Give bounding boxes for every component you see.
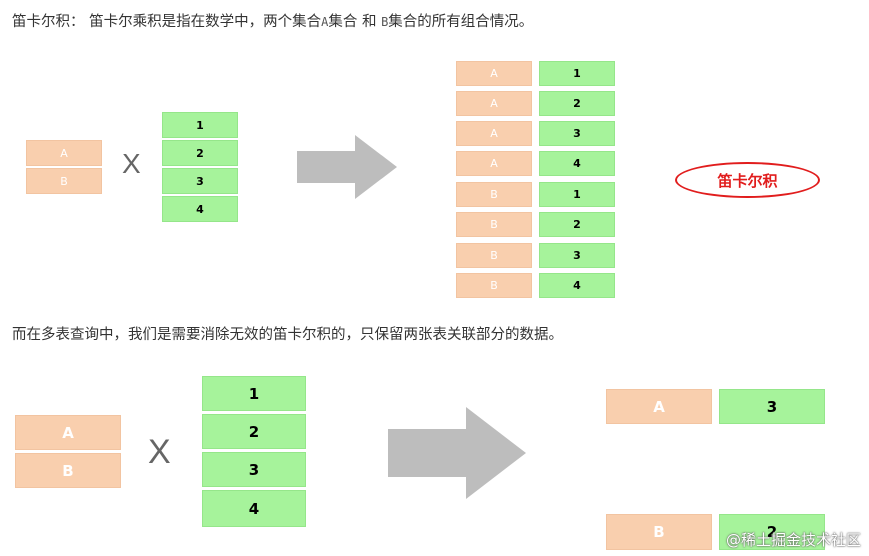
set-b-item: 3 bbox=[162, 168, 238, 194]
result-left-cell: B bbox=[456, 212, 532, 237]
result-left-cell: A bbox=[456, 121, 532, 146]
set-b-label: B bbox=[381, 15, 389, 29]
intro-prefix: 笛卡尔积： 笛卡尔乘积是指在数学中，两个集合 bbox=[12, 14, 322, 30]
result-left-cell: B bbox=[606, 514, 712, 550]
times-symbol: X bbox=[122, 148, 141, 179]
times-symbol: X bbox=[148, 433, 171, 471]
intro-suffix: 集合的所有组合情况。 bbox=[388, 14, 534, 30]
result-right-cell: 3 bbox=[539, 243, 615, 268]
result-left-cell: B bbox=[456, 182, 532, 207]
result-left-cell: A bbox=[606, 389, 712, 424]
set-b-item: 2 bbox=[202, 414, 306, 449]
result-left-cell: B bbox=[456, 243, 532, 268]
result-right-cell: 1 bbox=[539, 182, 615, 207]
result-right-cell: 2 bbox=[719, 514, 825, 550]
set-b-item: 4 bbox=[162, 196, 238, 222]
result-right-cell: 3 bbox=[719, 389, 825, 424]
result-right-cell: 2 bbox=[539, 212, 615, 237]
result-right-cell: 1 bbox=[539, 61, 615, 86]
set-a-item: A bbox=[15, 415, 121, 450]
watermark: @稀土掘金技术社区 bbox=[725, 531, 861, 549]
cartesian-product-label: 笛卡尔积 bbox=[675, 162, 820, 198]
result-left-cell: A bbox=[456, 91, 532, 116]
set-b-item: 3 bbox=[202, 452, 306, 487]
result-right-cell: 2 bbox=[539, 91, 615, 116]
result-right-cell: 4 bbox=[539, 273, 615, 298]
result-right-cell: 4 bbox=[539, 151, 615, 176]
set-b-item: 1 bbox=[202, 376, 306, 411]
set-b-item: 4 bbox=[202, 490, 306, 527]
explanation-text-line: 而在多表查询中，我们是需要消除无效的笛卡尔积的，只保留两张表关联部分的数据。 bbox=[12, 327, 563, 343]
right-arrow-icon bbox=[388, 407, 526, 499]
intro-mid: 集合 和 bbox=[328, 14, 382, 30]
set-a-item: B bbox=[26, 168, 102, 194]
result-left-cell: A bbox=[456, 151, 532, 176]
set-a-item: B bbox=[15, 453, 121, 488]
set-a-item: A bbox=[26, 140, 102, 166]
right-arrow-icon bbox=[297, 135, 397, 199]
result-right-cell: 3 bbox=[539, 121, 615, 146]
set-b-item: 2 bbox=[162, 140, 238, 166]
result-left-cell: B bbox=[456, 273, 532, 298]
set-a-label: A bbox=[321, 15, 329, 29]
result-left-cell: A bbox=[456, 61, 532, 86]
intro-text-line: 笛卡尔积： 笛卡尔乘积是指在数学中，两个集合A集合 和 B集合的所有组合情况。 bbox=[12, 10, 533, 31]
set-b-item: 1 bbox=[162, 112, 238, 138]
